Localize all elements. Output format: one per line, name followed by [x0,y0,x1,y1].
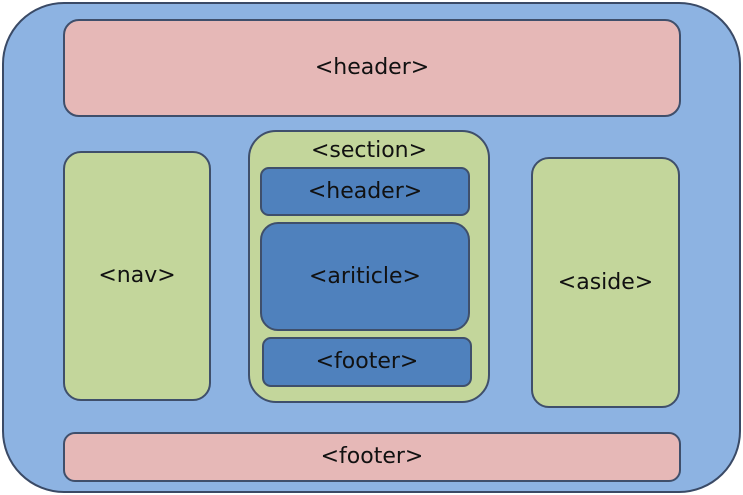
section-label: <section> [310,138,428,163]
section-article-label: <ariticle> [309,263,421,289]
section-header-label: <header> [307,178,423,204]
section-article-block: <ariticle> [260,222,470,331]
page-header-block: <header> [63,19,681,117]
section-footer-label: <footer> [315,349,419,374]
section-footer-block: <footer> [262,337,472,387]
aside-block: <aside> [531,157,680,408]
page-footer-block: <footer> [63,432,681,482]
nav-block: <nav> [63,151,211,401]
page-footer-label: <footer> [320,444,424,469]
section-header-block: <header> [260,167,470,216]
page-header-label: <header> [314,55,430,80]
aside-label: <aside> [557,269,654,295]
nav-label: <nav> [98,263,176,288]
